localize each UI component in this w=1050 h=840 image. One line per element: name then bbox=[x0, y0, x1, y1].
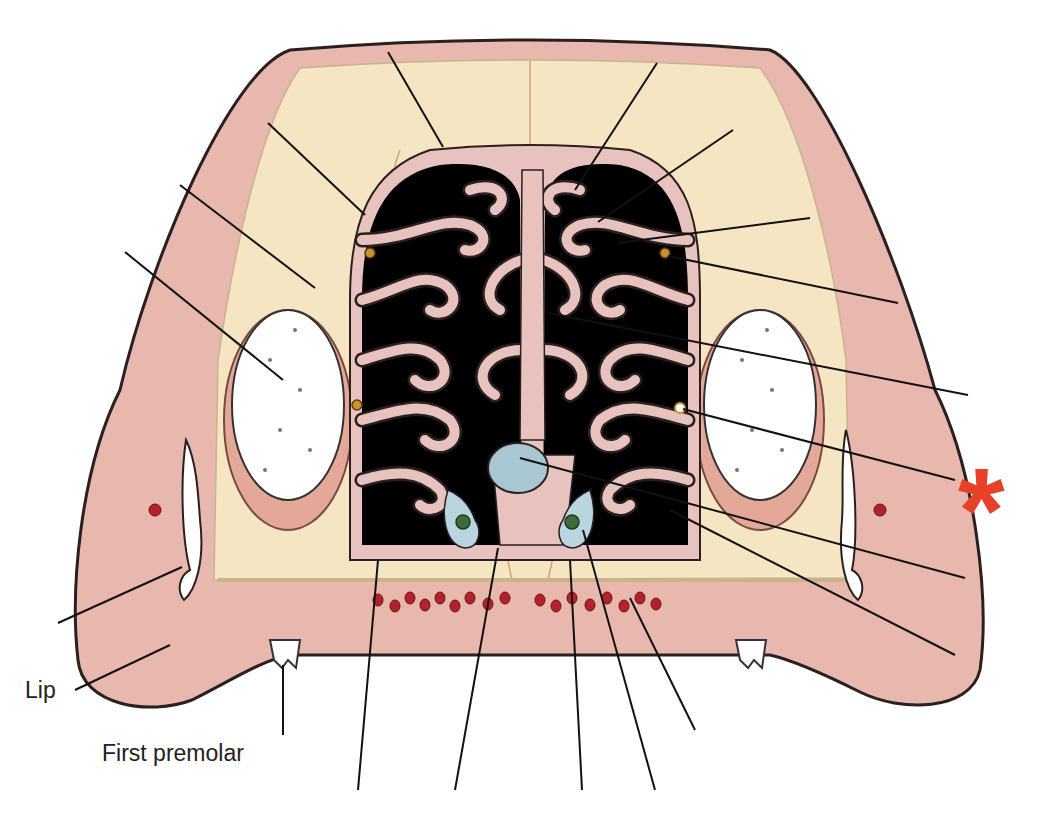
marker-asterisk: * bbox=[958, 450, 1005, 570]
part-label: First premolar bbox=[102, 740, 244, 766]
part-label: Lip bbox=[25, 677, 56, 703]
leader-lines bbox=[58, 52, 968, 790]
